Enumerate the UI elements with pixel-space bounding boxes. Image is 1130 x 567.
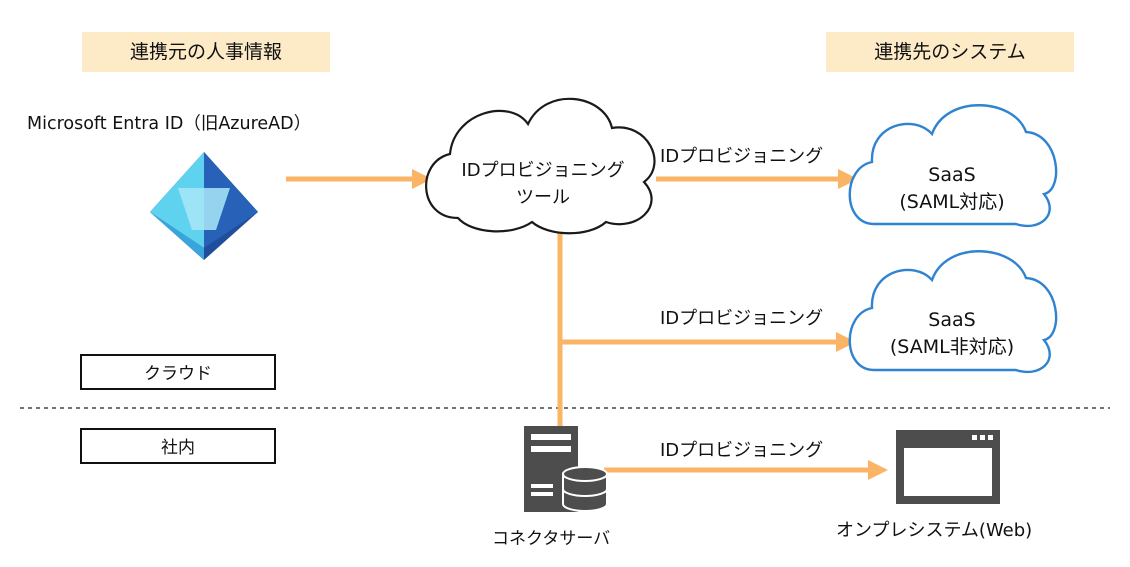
server-database-icon (524, 426, 608, 512)
flow-label-saas-non-saml: IDプロビジョニング (660, 308, 824, 329)
cloud-zone-label: クラウド (80, 354, 276, 390)
flow-label-saas-saml: IDプロビジョニング (660, 146, 824, 167)
target-header: 連携先のシステム (826, 32, 1074, 72)
saas-saml-line1: SaaS (928, 164, 976, 186)
provisioning-tool-line2: ツール (516, 187, 570, 208)
onprem-system-label: オンプレシステム(Web) (836, 520, 1033, 541)
saas-non-saml-cloud (848, 250, 1058, 373)
browser-window-icon (896, 430, 1000, 504)
saas-saml-label: SaaS (SAML対応) (862, 162, 1042, 216)
arrow-server-to-onprem (604, 460, 888, 480)
entra-id-label: Microsoft Entra ID（旧AzureAD） (27, 114, 312, 134)
provisioning-tool-label: IDプロビジョニング ツール (440, 157, 646, 211)
saas-non-saml-label: SaaS (SAML非対応) (862, 307, 1042, 361)
entra-id-diamond-logo (150, 152, 258, 260)
saas-saml-cloud (848, 104, 1058, 227)
provisioning-tool-cloud (425, 97, 656, 235)
saas-saml-line2: (SAML対応) (899, 191, 1005, 213)
source-header: 連携元の人事情報 (82, 32, 330, 72)
provisioning-tool-line1: IDプロビジョニング (461, 160, 625, 181)
arrow-entra-to-tool (286, 169, 432, 189)
arrow-tool-to-saas-saml (656, 169, 858, 189)
flow-label-onprem: IDプロビジョニング (660, 440, 824, 461)
connector-server-label: コネクタサーバ (492, 529, 611, 549)
arrow-to-saas-non-saml (560, 332, 856, 352)
onprem-zone-label: 社内 (80, 428, 276, 464)
saas-non-saml-line1: SaaS (928, 309, 976, 331)
saas-non-saml-line2: (SAML非対応) (889, 336, 1015, 358)
